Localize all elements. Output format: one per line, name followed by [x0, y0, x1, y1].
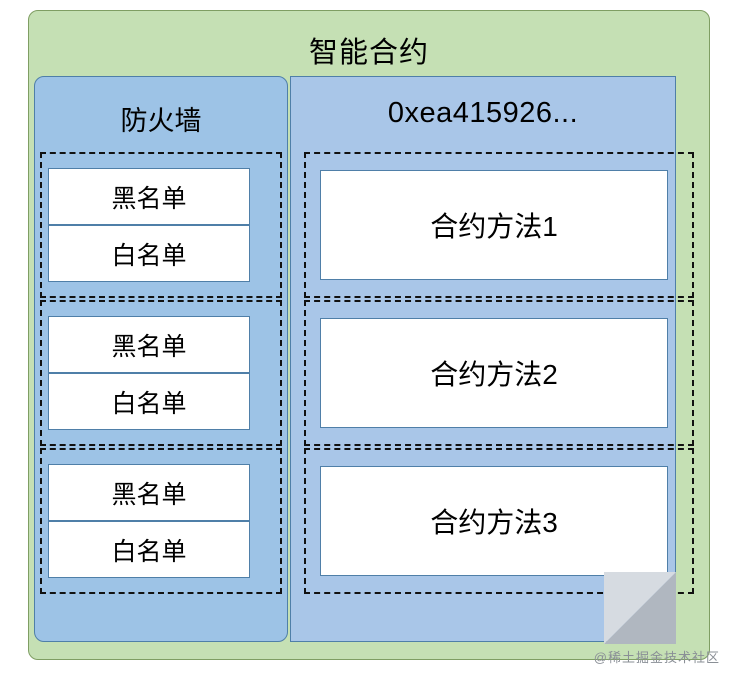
smart-contract-title: 智能合约 — [308, 37, 429, 69]
rule-group-dashed-3 — [40, 448, 282, 594]
whitelist-card-1[interactable]: 白名单 — [48, 225, 250, 282]
contract-method-card-1[interactable]: 合约方法1 — [320, 170, 668, 280]
whitelist-card-3[interactable]: 白名单 — [48, 521, 250, 578]
whitelist-card-2[interactable]: 白名单 — [48, 373, 250, 430]
blacklist-card-3[interactable]: 黑名单 — [48, 464, 250, 521]
method-group-dashed-1 — [304, 152, 694, 298]
method-group-dashed-2 — [304, 300, 694, 446]
method-group-dashed-3 — [304, 448, 694, 594]
rule-group-dashed-1 — [40, 152, 282, 298]
watermark-text: @稀土掘金技术社区 — [593, 650, 720, 665]
blacklist-card-2[interactable]: 黑名单 — [48, 316, 250, 373]
rule-group-dashed-2 — [40, 300, 282, 446]
contract-address-title: 0xea415926... — [387, 97, 579, 129]
contract-method-card-2[interactable]: 合约方法2 — [320, 318, 668, 428]
folded-corner-highlight — [604, 572, 676, 644]
blacklist-card-1[interactable]: 黑名单 — [48, 168, 250, 225]
contract-method-card-3[interactable]: 合约方法3 — [320, 466, 668, 576]
firewall-title: 防火墙 — [120, 106, 202, 136]
